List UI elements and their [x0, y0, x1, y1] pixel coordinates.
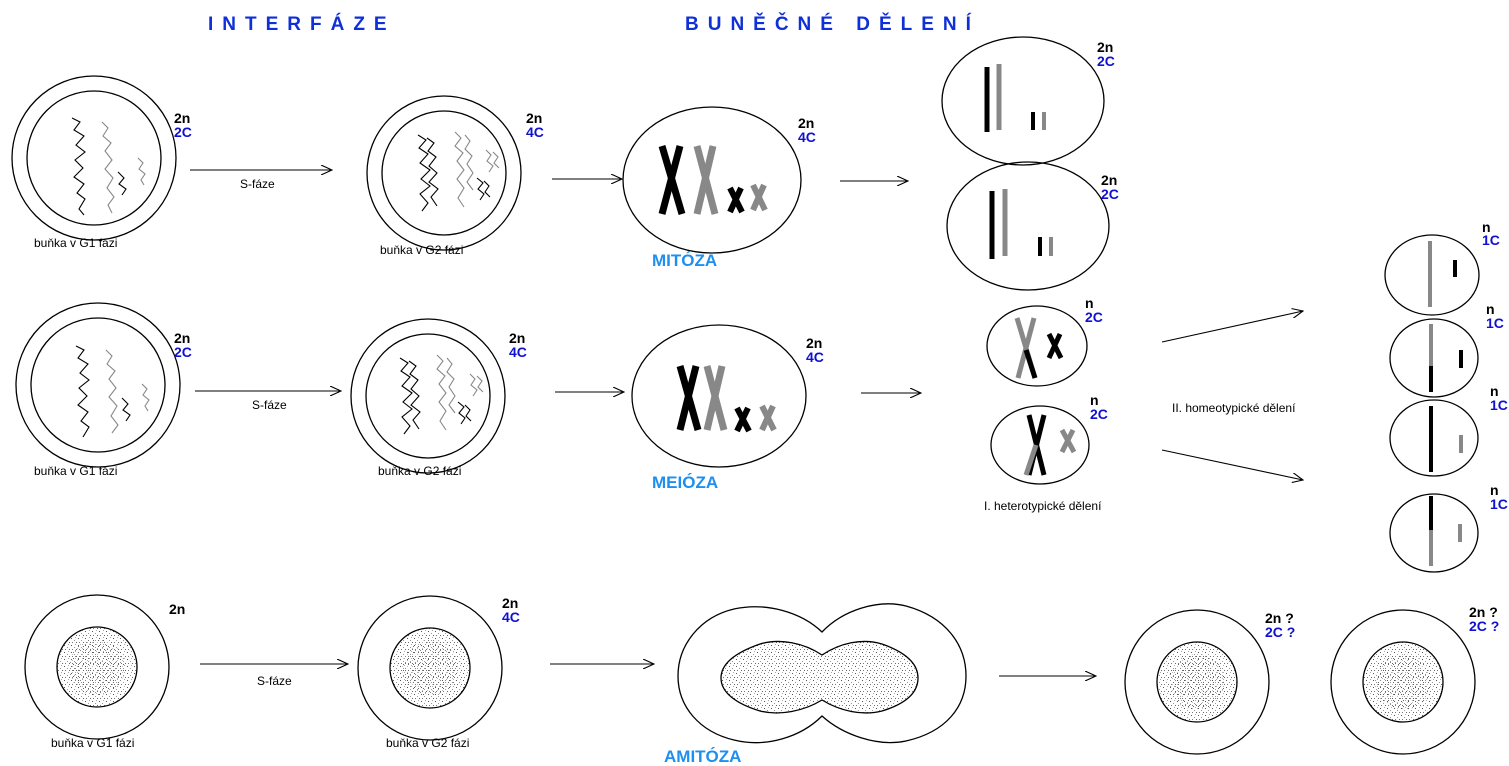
- cell-division-heading: BUNĚČNÉ DĚLENÍ: [685, 13, 980, 35]
- c-value-label: 2C ?: [1469, 618, 1499, 634]
- mitosis-daughter-cell-2: [947, 162, 1109, 290]
- c-value-label: 2C: [1101, 186, 1119, 202]
- meiosis-second-cell-2: [1390, 319, 1478, 397]
- chromatin-dark-small: [122, 398, 130, 421]
- chromatin-light: [455, 132, 473, 207]
- chromatin-dark-small: [477, 178, 490, 200]
- cell-caption-g2: buňka v G2 fázi: [380, 243, 463, 257]
- c-value-label: 1C: [1482, 232, 1500, 248]
- s-phase-label: S-fáze: [252, 398, 287, 412]
- amitosis-cell: [678, 604, 966, 743]
- cell-caption-g2: buňka v G2 fázi: [378, 464, 461, 478]
- chromatin-light: [102, 122, 114, 213]
- chromosome-dark-large: [680, 366, 698, 430]
- arrow-down-meiosis-second: [1162, 450, 1303, 480]
- meiosis-row: 2n 2C buňka v G1 fázi S-fáze 2n 4C buňka…: [16, 219, 1508, 572]
- mitosis-row: 2n 2C buňka v G1 fázi S-fáze 2n 4C buňka…: [12, 37, 1119, 290]
- chromosome-dark-small: [730, 188, 742, 212]
- g1-cell-meiosis: [16, 303, 180, 467]
- ploidy-n-label: 2n: [169, 601, 185, 617]
- process-label-amitosis: AMITÓZA: [664, 747, 741, 766]
- c-value-label: 2C ?: [1265, 624, 1295, 640]
- chromatin-dark-small: [118, 172, 126, 195]
- meiosis-second-cell-4: [1390, 494, 1478, 572]
- c-value-label: 2C: [174, 344, 192, 360]
- c-value-label: 4C: [509, 344, 527, 360]
- meiosis-second-label: II. homeotypické dělení: [1172, 401, 1296, 415]
- arrow-up-meiosis-second: [1162, 311, 1303, 342]
- chromatin-light: [437, 355, 455, 430]
- process-label-mitosis: MITÓZA: [652, 251, 717, 270]
- chromatin-dark: [418, 135, 438, 211]
- chromatin-dark-small: [458, 402, 471, 424]
- s-phase-label: S-fáze: [240, 177, 275, 191]
- chromosome-dark-small: [737, 408, 749, 431]
- chromatin-light: [106, 350, 118, 433]
- chromosome-dark-large: [662, 146, 682, 214]
- chromatin-dark: [72, 118, 85, 215]
- c-value-label: 2C: [1097, 53, 1115, 69]
- interphase-heading: INTERFÁZE: [208, 13, 396, 35]
- meiosis-second-cell-3: [1390, 400, 1478, 476]
- dividing-nucleus: [721, 641, 918, 712]
- chromatin-dark: [76, 346, 89, 437]
- c-value-label: 2C: [1090, 406, 1108, 422]
- s-phase-label: S-fáze: [257, 674, 292, 688]
- chromosome-light-large: [707, 366, 724, 430]
- g2-cell-amitosis: [358, 596, 502, 740]
- cell-caption-g2: buňka v G2 fázi: [386, 736, 469, 750]
- c-value-label: 2C: [1085, 309, 1103, 325]
- mitosis-cell: [623, 107, 801, 253]
- c-value-label: 4C: [806, 349, 824, 365]
- g2-cell-meiosis: [351, 319, 505, 473]
- c-value-label: 4C: [798, 129, 816, 145]
- process-label-meiosis: MEIÓZA: [652, 473, 718, 492]
- meiosis-first-label: I. heterotypické dělení: [984, 499, 1102, 513]
- meiosis-first-cell-1: [987, 306, 1087, 386]
- amitosis-row: 2n buňka v G1 fázi S-fáze 2n 4C buňka v …: [25, 595, 1499, 766]
- c-value-label: 1C: [1490, 397, 1508, 413]
- g2-cell-mitosis: [367, 96, 521, 250]
- g1-cell-mitosis: [12, 76, 176, 240]
- chromatin-dark: [400, 358, 420, 434]
- cell-caption-g1: buňka v G1 fázi: [34, 464, 117, 478]
- cell-caption-g1: buňka v G1 fázi: [34, 236, 117, 250]
- chromatin-light-small: [470, 374, 483, 396]
- chromatin-light-small: [486, 150, 499, 172]
- chromosome-light-small: [762, 406, 774, 430]
- chromatin-light-small: [142, 384, 149, 411]
- amitosis-daughter-cell-1: [1125, 610, 1269, 754]
- mitosis-daughter-cell-1: [942, 37, 1104, 165]
- meiosis-second-cell-1: [1385, 235, 1479, 315]
- meiosis-first-cell-2: [991, 406, 1089, 484]
- c-value-label: 1C: [1486, 315, 1504, 331]
- c-value-label: 2C: [174, 124, 192, 140]
- g1-cell-amitosis: [25, 595, 169, 739]
- c-value-label: 4C: [526, 124, 544, 140]
- c-value-label: 4C: [502, 609, 520, 625]
- chromosome-light-small: [753, 185, 765, 210]
- c-value-label: 1C: [1490, 496, 1508, 512]
- chromosome-light-large: [697, 146, 715, 214]
- cell-caption-g1: buňka v G1 fázi: [51, 736, 134, 750]
- chromatin-light-small: [138, 158, 145, 185]
- meiosis-cell: [632, 325, 806, 467]
- amitosis-daughter-cell-2: [1331, 610, 1475, 754]
